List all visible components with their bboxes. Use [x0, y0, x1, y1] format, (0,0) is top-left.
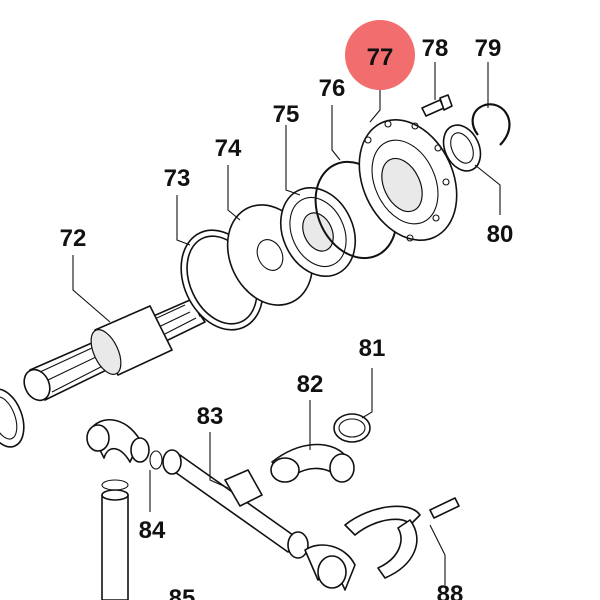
leader-88 — [429, 524, 446, 585]
label-73[interactable]: 73 — [164, 165, 191, 192]
part-79-circlip[interactable] — [471, 103, 511, 146]
callout-labels: 72 73 74 75 76 77 78 79 80 81 82 83 84 8… — [60, 35, 514, 600]
label-84[interactable]: 84 — [139, 517, 166, 544]
label-88[interactable]: 88 — [437, 581, 464, 600]
part-81-hose-clamp[interactable] — [333, 413, 371, 443]
leader-lines — [72, 62, 501, 585]
leader-80 — [474, 164, 501, 215]
leader-72 — [72, 255, 111, 323]
label-81[interactable]: 81 — [359, 335, 386, 362]
part-75-bearing[interactable] — [267, 176, 369, 289]
label-72[interactable]: 72 — [60, 225, 87, 252]
leader-76 — [331, 105, 341, 161]
leader-75 — [285, 125, 301, 196]
part-88-bracket[interactable] — [344, 497, 460, 579]
part-85-lower-elbow[interactable] — [304, 544, 356, 591]
part-84-elbow-fitting[interactable] — [86, 418, 163, 600]
label-79[interactable]: 79 — [475, 35, 502, 62]
leader-81 — [361, 368, 373, 419]
label-75[interactable]: 75 — [273, 101, 300, 128]
part-83-pipe[interactable] — [162, 449, 309, 559]
label-77[interactable]: 77 — [367, 44, 394, 71]
label-76[interactable]: 76 — [319, 75, 346, 102]
leader-83 — [209, 432, 229, 489]
label-74[interactable]: 74 — [215, 135, 242, 162]
label-83[interactable]: 83 — [197, 403, 224, 430]
part-80-seal[interactable] — [436, 119, 487, 177]
part-82-elbow-hose[interactable] — [270, 443, 355, 483]
label-80[interactable]: 80 — [487, 221, 514, 248]
label-78[interactable]: 78 — [422, 35, 449, 62]
leader-73 — [176, 195, 191, 246]
part-left-edge-ring[interactable] — [0, 384, 31, 453]
label-85[interactable]: 85 — [169, 585, 196, 600]
leader-74 — [227, 165, 241, 221]
part-78-bolt[interactable] — [421, 94, 453, 117]
highlight-circle-77 — [345, 20, 415, 90]
part-77-bearing-housing[interactable] — [341, 104, 476, 256]
label-82[interactable]: 82 — [297, 371, 324, 398]
